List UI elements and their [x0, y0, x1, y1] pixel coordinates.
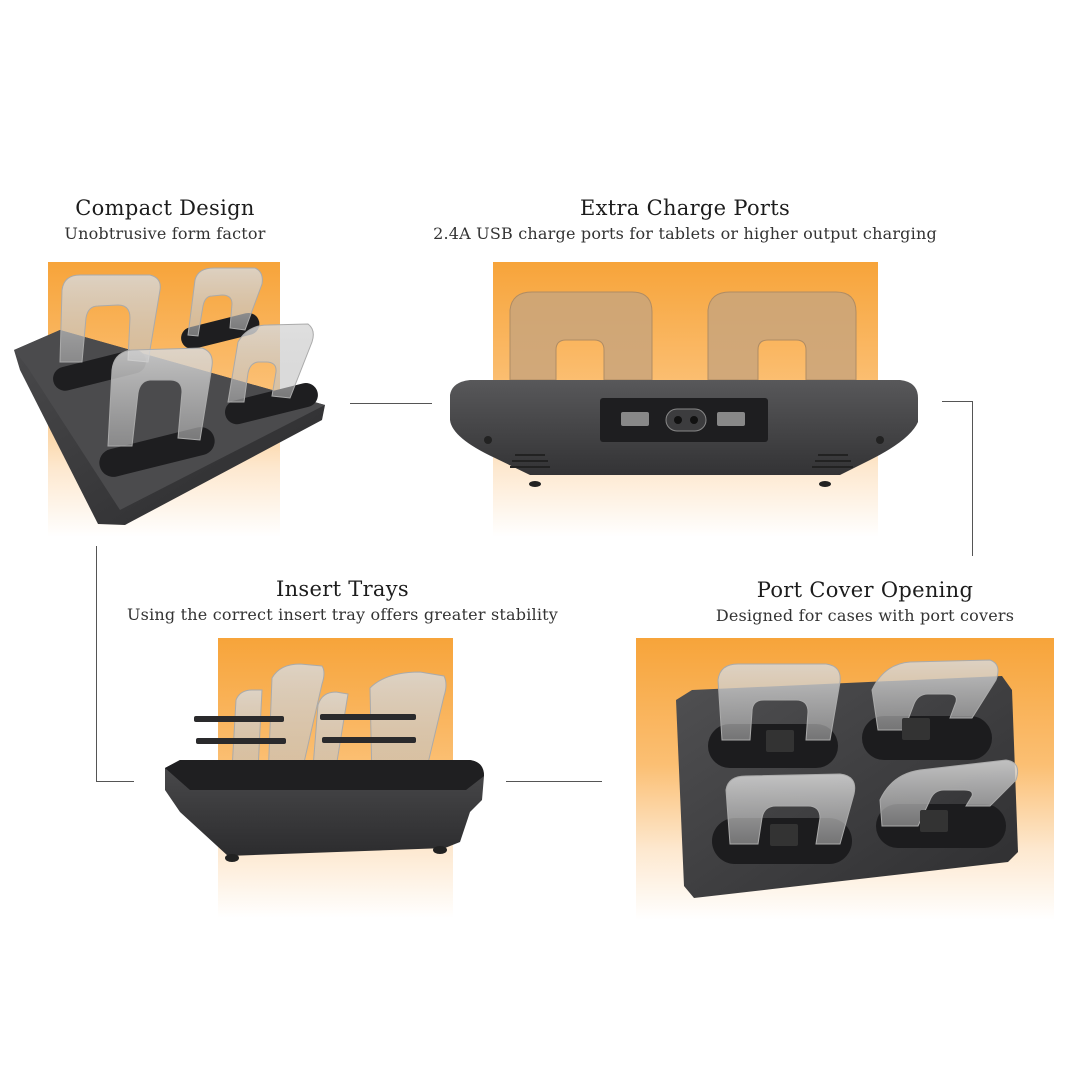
- caption-insert-trays: Insert Trays Using the correct insert tr…: [100, 577, 585, 624]
- caption-title: Compact Design: [75, 196, 255, 220]
- caption-title: Extra Charge Ports: [579, 196, 791, 220]
- caption-title: Port Cover Opening: [756, 578, 974, 602]
- caption-title: Insert Trays: [276, 577, 409, 601]
- caption-subtitle: 2.4A USB charge ports for tablets or hig…: [433, 224, 937, 243]
- caption-port-cover-opening: Port Cover Opening Designed for cases wi…: [690, 578, 1040, 625]
- caption-compact-design: Compact Design Unobtrusive form factor: [40, 196, 290, 243]
- connector-compact-to-trays: [96, 546, 134, 782]
- caption-subtitle: Using the correct insert tray offers gre…: [126, 605, 559, 624]
- connector-compact-to-ports: [350, 403, 432, 404]
- caption-extra-charge-ports: Extra Charge Ports 2.4A USB charge ports…: [400, 196, 970, 243]
- caption-subtitle: Unobtrusive form factor: [64, 224, 266, 243]
- connector-ports-to-cover: [942, 401, 973, 556]
- connector-trays-to-cover: [506, 781, 602, 782]
- caption-subtitle: Designed for cases with port covers: [715, 606, 1015, 625]
